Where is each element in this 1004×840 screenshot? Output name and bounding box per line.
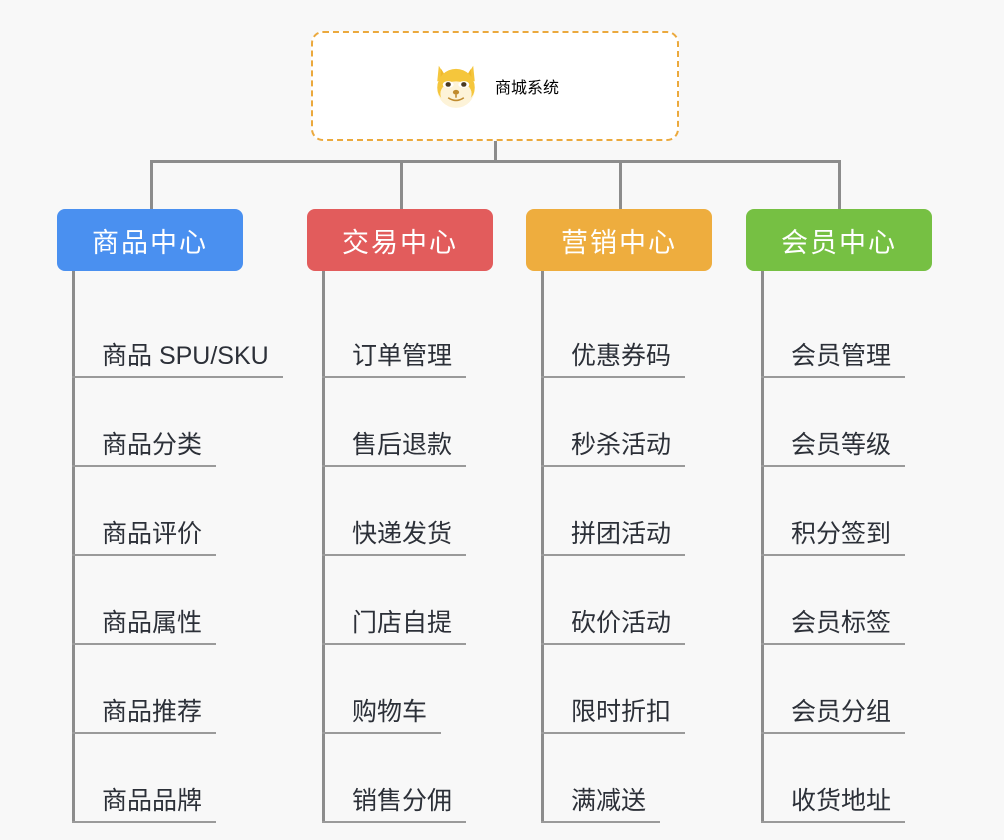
- category-header-营销中心[interactable]: 营销中心: [526, 209, 712, 271]
- column-rail: [761, 271, 764, 823]
- category-item-list: 优惠券码 秒杀活动 拼团活动 砍价活动 限时折扣 满减送: [526, 271, 712, 823]
- item-label: 限时折扣: [571, 697, 672, 726]
- list-item[interactable]: 快递发货: [307, 467, 493, 556]
- list-item[interactable]: 商品品牌: [57, 734, 283, 823]
- connector-bus: [150, 160, 841, 163]
- category-item-list: 商品 SPU/SKU 商品分类 商品评价 商品属性 商品推荐 商品品牌: [57, 271, 283, 823]
- list-item[interactable]: 优惠券码: [526, 289, 712, 378]
- item-label: 商品品牌: [102, 786, 203, 815]
- category-header-会员中心[interactable]: 会员中心: [746, 209, 932, 271]
- category-item-list: 订单管理 售后退款 快递发货 门店自提 购物车 销售分佣: [307, 271, 493, 823]
- list-item[interactable]: 购物车: [307, 645, 493, 734]
- item-label: 售后退款: [352, 430, 453, 459]
- item-label: 收货地址: [791, 786, 892, 815]
- item-label: 会员标签: [791, 608, 892, 637]
- item-label: 积分签到: [791, 519, 892, 548]
- category-label: 会员中心: [781, 227, 897, 258]
- list-item[interactable]: 会员标签: [746, 556, 932, 645]
- item-label: 优惠券码: [571, 341, 672, 370]
- list-item[interactable]: 会员管理: [746, 289, 932, 378]
- connector-drop-商品中心: [150, 160, 153, 209]
- item-label: 会员管理: [791, 341, 892, 370]
- list-item[interactable]: 商品属性: [57, 556, 283, 645]
- category-header-交易中心[interactable]: 交易中心: [307, 209, 493, 271]
- list-item[interactable]: 收货地址: [746, 734, 932, 823]
- item-label: 拼团活动: [571, 519, 672, 548]
- shiba-dog-face-icon: [437, 65, 475, 108]
- item-label: 砍价活动: [571, 608, 672, 637]
- list-item[interactable]: 商品分类: [57, 378, 283, 467]
- category-item-list: 会员管理 会员等级 积分签到 会员标签 会员分组 收货地址: [746, 271, 932, 823]
- connector-drop-营销中心: [619, 160, 622, 209]
- connector-drop-会员中心: [838, 160, 841, 209]
- item-label: 商品评价: [102, 519, 203, 548]
- item-label: 商品属性: [102, 608, 203, 637]
- item-label: 购物车: [352, 697, 428, 726]
- column-rail: [322, 271, 325, 823]
- column-rail: [541, 271, 544, 823]
- category-column-营销中心: 营销中心 优惠券码 秒杀活动 拼团活动 砍价活动 限时折扣 满减送: [526, 209, 712, 823]
- page-title: 商城系统: [494, 80, 559, 97]
- list-item[interactable]: 订单管理: [307, 289, 493, 378]
- category-label: 营销中心: [561, 227, 677, 258]
- item-label: 秒杀活动: [571, 430, 672, 459]
- item-label: 会员等级: [791, 430, 892, 459]
- list-item[interactable]: 会员分组: [746, 645, 932, 734]
- list-item[interactable]: 秒杀活动: [526, 378, 712, 467]
- list-item[interactable]: 商品 SPU/SKU: [57, 289, 283, 378]
- item-label: 商品 SPU/SKU: [102, 341, 269, 370]
- item-label: 销售分佣: [352, 786, 453, 815]
- column-rail: [72, 271, 75, 823]
- connector-drop-交易中心: [400, 160, 403, 209]
- category-column-交易中心: 交易中心 订单管理 售后退款 快递发货 门店自提 购物车 销售分佣: [307, 209, 493, 823]
- item-label: 满减送: [571, 786, 647, 815]
- category-header-商品中心[interactable]: 商品中心: [57, 209, 243, 271]
- list-item[interactable]: 积分签到: [746, 467, 932, 556]
- list-item[interactable]: 销售分佣: [307, 734, 493, 823]
- list-item[interactable]: 商品推荐: [57, 645, 283, 734]
- item-label: 订单管理: [352, 341, 453, 370]
- item-label: 会员分组: [791, 697, 892, 726]
- category-label: 交易中心: [342, 227, 458, 258]
- list-item[interactable]: 砍价活动: [526, 556, 712, 645]
- list-item[interactable]: 拼团活动: [526, 467, 712, 556]
- item-label: 门店自提: [352, 608, 453, 637]
- item-label: 商品推荐: [102, 697, 203, 726]
- root-node-shop-system[interactable]: 商城系统: [311, 31, 679, 141]
- list-item[interactable]: 门店自提: [307, 556, 493, 645]
- connector-root-stem: [494, 141, 497, 163]
- list-item[interactable]: 售后退款: [307, 378, 493, 467]
- list-item[interactable]: 会员等级: [746, 378, 932, 467]
- list-item[interactable]: 商品评价: [57, 467, 283, 556]
- list-item[interactable]: 限时折扣: [526, 645, 712, 734]
- category-label: 商品中心: [92, 227, 208, 258]
- item-label: 快递发货: [352, 519, 453, 548]
- category-column-会员中心: 会员中心 会员管理 会员等级 积分签到 会员标签 会员分组 收货地址: [746, 209, 932, 823]
- item-label: 商品分类: [102, 430, 203, 459]
- category-column-商品中心: 商品中心 商品 SPU/SKU 商品分类 商品评价 商品属性 商品推荐 商品品牌: [57, 209, 283, 823]
- list-item[interactable]: 满减送: [526, 734, 712, 823]
